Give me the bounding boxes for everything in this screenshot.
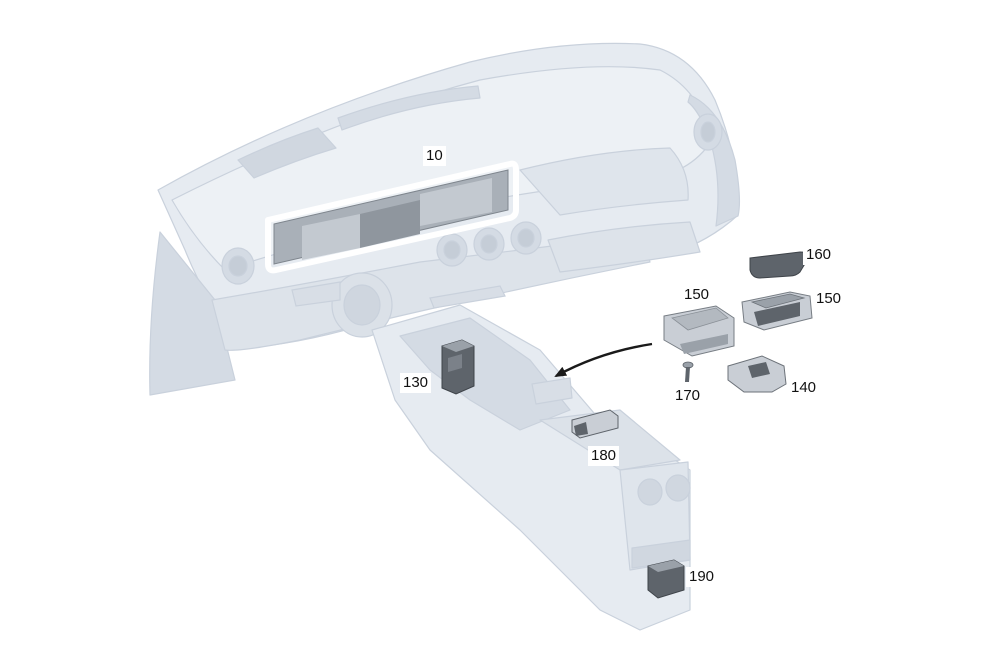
callout-150-tray: 150 [813,289,845,309]
steering-column-ghost [291,272,506,338]
cover-plate-part [749,251,809,279]
storage-tray-part [741,291,813,331]
center-console-ghost [371,304,691,631]
socket-190-part [647,559,685,599]
socket-130-part [441,339,475,395]
callout-190: 190 [686,567,718,587]
air-vents [221,113,723,285]
callout-140: 140 [788,378,820,398]
display-unit-part [265,160,519,274]
callout-170: 170 [672,386,704,406]
callout-130: 130 [400,373,432,393]
mounting-bracket-part [727,355,787,393]
callout-150-lid: 150 [681,285,713,305]
callout-160: 160 [803,245,835,265]
callout-10: 10 [423,146,446,166]
storage-lid-part [663,305,735,357]
screw-part [682,361,694,382]
switch-180-part [571,409,619,439]
assembly-arrow [554,342,653,378]
callout-180: 180 [588,446,620,466]
